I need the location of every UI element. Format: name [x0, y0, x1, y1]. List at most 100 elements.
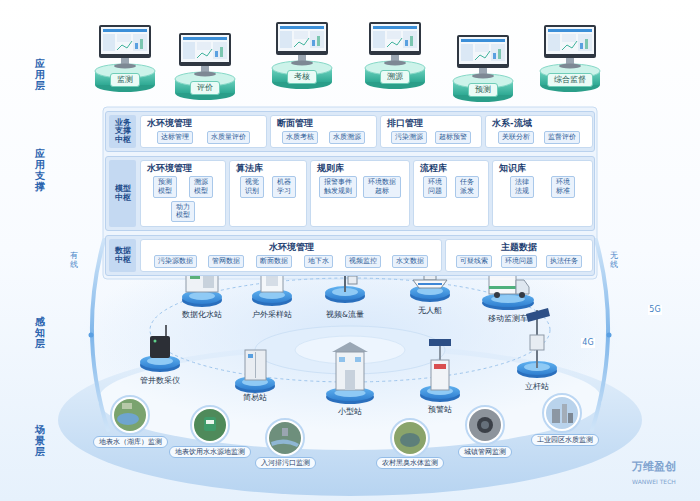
- module-box: 知识库法律法规环境标准: [492, 160, 593, 227]
- scene-caption: 地表水（湖库）监测: [93, 436, 168, 448]
- chip-text: 环境标准: [555, 178, 571, 196]
- device-label: 预警站: [428, 405, 452, 414]
- child-area: 视觉识别机器学习: [234, 176, 302, 198]
- screen-label: 评价: [190, 81, 220, 94]
- child-area: 预测模型溯源模型动力模型: [145, 176, 221, 222]
- sampling-station: [266, 276, 278, 286]
- function-chip: 执法任务: [546, 255, 582, 268]
- chip-text: 达标管理: [161, 133, 189, 142]
- monitor-row: [365, 22, 425, 89]
- child-area: 达标管理 水质量评价: [145, 131, 262, 144]
- module-title: 规则库: [315, 163, 405, 173]
- device-label: 移动监测车: [488, 314, 528, 323]
- hub-band: 业务支撑中枢水环境管理达标管理水质量评价断面管理水质考核水质溯源排口管理污染溯源…: [105, 111, 595, 152]
- support-panel: [103, 107, 597, 279]
- screen-label-text: 考核: [294, 72, 310, 81]
- module-title: 断面管理: [275, 118, 372, 128]
- module-title: 水系-流域: [490, 118, 588, 128]
- function-chip: 环境数据超标: [363, 176, 401, 198]
- screen-label: 考核: [287, 70, 317, 83]
- chip-text: 断面数据: [260, 257, 288, 266]
- child-area: 报警事件触发规则环境数据超标: [315, 176, 405, 198]
- device-label: 简易站: [243, 393, 267, 402]
- monitoring-truck: [482, 274, 534, 310]
- chip-text: 视觉识别: [244, 178, 260, 196]
- alert-station: [420, 339, 460, 402]
- module-box: 算法库视觉识别机器学习: [229, 160, 307, 227]
- unmanned-boat: [418, 283, 442, 285]
- watermark: 万维盈创: [632, 460, 676, 473]
- pole-station: [526, 308, 550, 322]
- scene-photo: [194, 409, 226, 441]
- monitor-row: [453, 35, 513, 102]
- chip-text: 溯源模型: [193, 178, 209, 196]
- screen-label: 综合监督: [547, 73, 593, 86]
- module-title: 知识库: [497, 163, 588, 173]
- hub-band: 数据中枢水环境管理污染源数据管网数据断面数据地下水视频监控水文数据主题数据可疑线…: [105, 235, 595, 276]
- child-area: 水环境管理污染源数据管网数据断面数据地下水视频监控水文数据主题数据可疑线索环境问…: [106, 236, 594, 275]
- function-chip: 视觉识别: [240, 176, 264, 198]
- scene-photo: [400, 433, 420, 447]
- well-collector: [140, 325, 180, 372]
- scene-photo: [266, 419, 304, 457]
- chip-text: 管网数据: [212, 257, 240, 266]
- module-box: 流程库环境问题任务派发: [413, 160, 489, 227]
- monitoring-truck: [494, 292, 500, 298]
- sensing-floor: [80, 240, 620, 430]
- function-chip: 环境问题: [501, 255, 537, 268]
- layer-label: 场景层: [35, 424, 45, 457]
- hub-title: 模型中枢: [109, 160, 136, 227]
- function-chip: 关联分析: [498, 131, 534, 144]
- well-collector: [154, 340, 157, 343]
- module-box: 规则库报警事件触发规则环境数据超标: [310, 160, 410, 227]
- child-area: 水环境管理达标管理水质量评价断面管理水质考核水质溯源排口管理污染溯源超标预警水系…: [106, 112, 594, 151]
- small-station: [345, 370, 355, 390]
- screen-label: 溯源: [380, 70, 410, 83]
- module-box: 水系-流域关联分析监督评价: [485, 115, 593, 148]
- function-chip: 水质考核: [282, 131, 318, 144]
- scene-photo: [394, 422, 426, 454]
- scene-photo: [469, 409, 501, 441]
- scene-photo: [562, 404, 567, 423]
- device-label: 管井数采仪: [140, 376, 180, 385]
- chip-text: 水质量评价: [211, 133, 246, 142]
- function-chip: 视频监控: [345, 255, 381, 268]
- monitoring-truck: [482, 293, 534, 310]
- function-chip: 污染溯源: [391, 131, 427, 144]
- child-area: 法律法规环境标准: [497, 176, 588, 198]
- scene-caption: 工业园区水质监测: [531, 434, 599, 446]
- monitoring-truck: [489, 286, 516, 289]
- scene-photo: [546, 397, 578, 429]
- monitor-row: [540, 25, 600, 92]
- module-title: 水环境管理: [145, 242, 437, 252]
- child-area: 水质考核 水质溯源: [275, 131, 372, 144]
- module-title: 流程库: [418, 163, 484, 173]
- function-chip: 可疑线索: [456, 255, 492, 268]
- child-area: 环境问题任务派发: [418, 176, 484, 198]
- function-chip: 动力模型: [171, 201, 195, 223]
- alert-station: [434, 364, 446, 369]
- chip-text: 污染溯源: [395, 133, 423, 142]
- hub-title: 业务支撑中枢: [109, 115, 136, 148]
- caption-text: 农村黑臭水体监测: [382, 459, 438, 467]
- scene-photo: [114, 399, 146, 431]
- monitor-row: [95, 25, 155, 92]
- module-title: 排口管理: [385, 118, 477, 128]
- function-chip: 水质量评价: [207, 131, 250, 144]
- chip-text: 水质溯源: [333, 133, 361, 142]
- simple-station: [255, 352, 256, 378]
- alert-station: [429, 339, 451, 346]
- scene-photo: [391, 419, 429, 457]
- scene-photo: [477, 417, 493, 433]
- screen-label-text: 监测: [117, 75, 133, 84]
- scene-photo: [466, 406, 504, 444]
- chip-text: 视频监控: [349, 257, 377, 266]
- scene-photo: [466, 406, 504, 444]
- network-label: 5G: [648, 305, 661, 315]
- scene-photo: [481, 421, 489, 429]
- scene-photo: [552, 409, 560, 423]
- scene-photo: [204, 417, 216, 431]
- simple-station: [248, 354, 253, 358]
